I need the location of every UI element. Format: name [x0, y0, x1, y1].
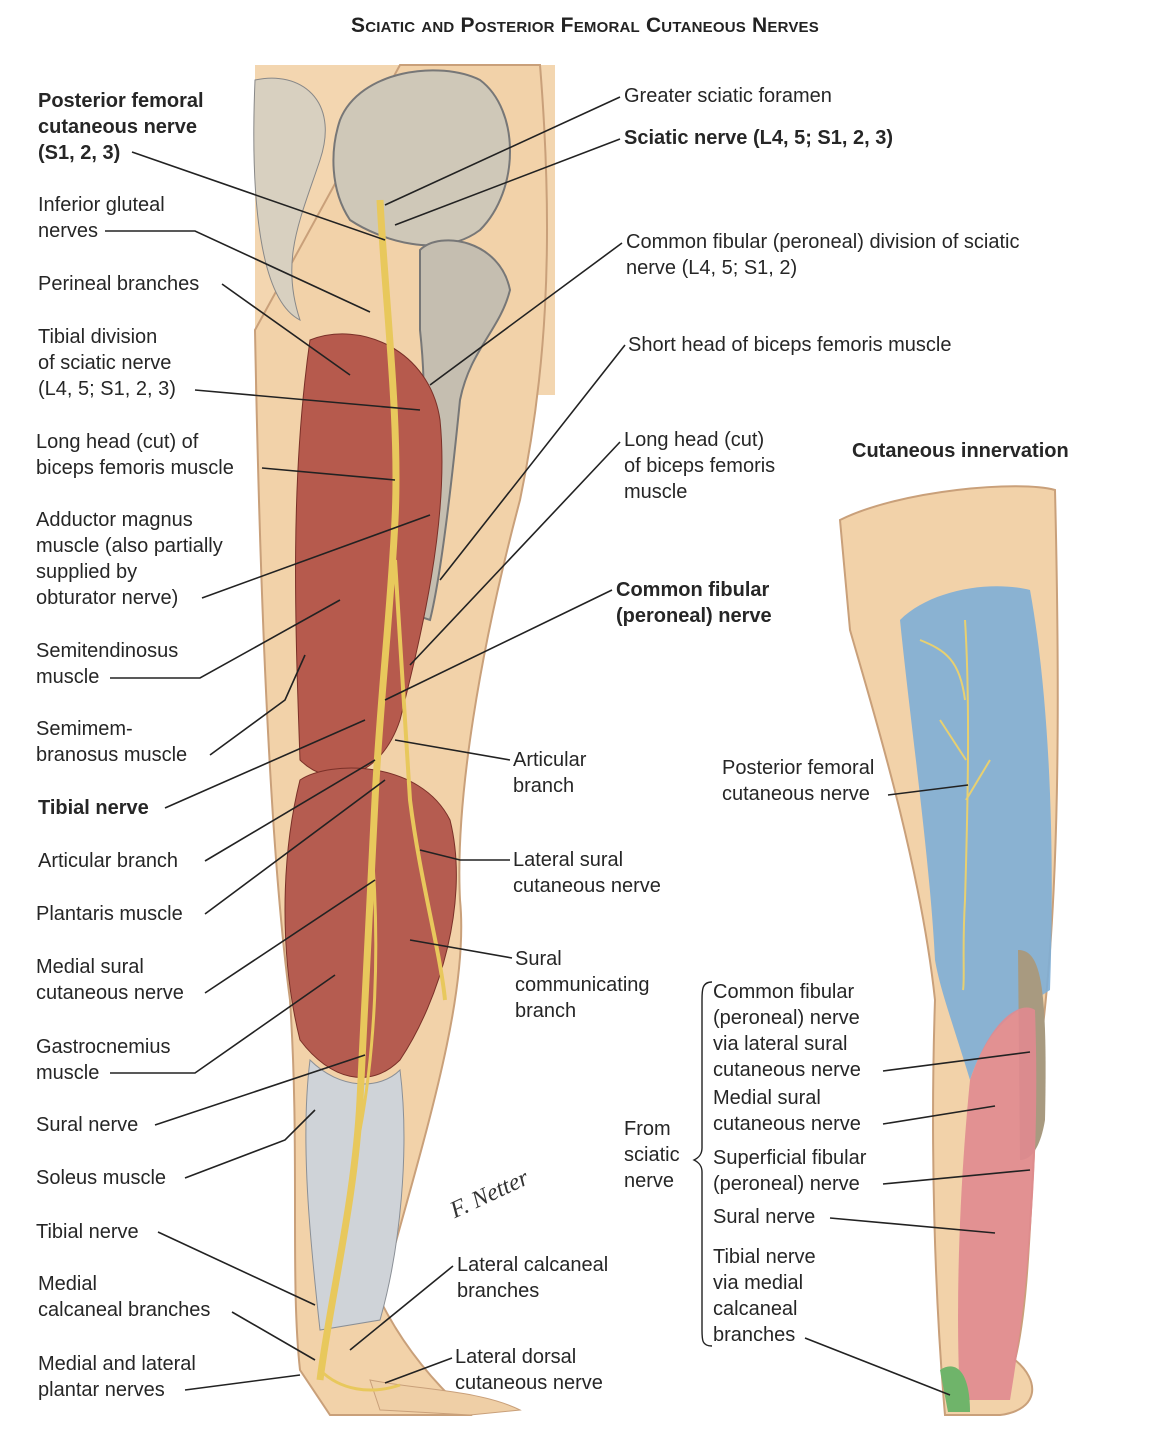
label-semimembranosus: Semimem- branosus muscle: [36, 718, 188, 766]
label-from-sciatic-nerve: From sciatic nerve: [624, 1118, 680, 1192]
label-sural-communicating: Sural communicating branch: [515, 948, 650, 1022]
label-cutaneous-posterior-femoral: Posterior femoral cutaneous nerve: [722, 757, 875, 805]
label-plantaris: Plantaris muscle: [36, 903, 183, 925]
leader-lines: [105, 96, 1031, 1396]
artist-signature: F. Netter: [445, 1165, 533, 1225]
label-cutaneous-tibial: Tibial nerve via medial calcaneal branch…: [713, 1246, 816, 1346]
label-long-head-biceps-right: Long head (cut) of biceps femoris muscle: [624, 429, 776, 503]
label-tibial-nerve-lower: Tibial nerve: [36, 1221, 139, 1243]
label-perineal-branches: Perineal branches: [38, 273, 200, 295]
label-semitendinosus: Semitendinosus muscle: [36, 640, 179, 688]
label-tibial-division: Tibial division of sciatic nerve (L4, 5;…: [38, 326, 176, 400]
label-adductor-magnus: Adductor magnus muscle (also partially s…: [36, 509, 223, 609]
label-common-fibular-nerve: Common fibular (peroneal) nerve: [616, 579, 772, 627]
cutaneous-heading: Cutaneous innervation: [852, 440, 1069, 462]
label-cutaneous-sural: Sural nerve: [713, 1206, 816, 1228]
label-articular-branch-left: Articular branch: [38, 850, 179, 872]
label-lateral-sural: Lateral sural cutaneous nerve: [513, 849, 661, 897]
label-plantar-nerves: Medial and lateral plantar nerves: [38, 1353, 196, 1401]
label-sural-nerve: Sural nerve: [36, 1114, 139, 1136]
label-common-fibular-division: Common fibular (peroneal) division of sc…: [626, 231, 1020, 279]
label-lateral-calcaneal: Lateral calcaneal branches: [457, 1254, 609, 1302]
label-sciatic-nerve: Sciatic nerve (L4, 5; S1, 2, 3): [624, 127, 894, 149]
label-posterior-femoral-cutaneous-nerve: Posterior femoral cutaneous nerve (S1, 2…: [38, 90, 204, 164]
label-inferior-gluteal-nerves: Inferior gluteal nerves: [38, 194, 165, 242]
label-medial-calcaneal: Medial calcaneal branches: [38, 1273, 211, 1321]
label-short-head-biceps: Short head of biceps femoris muscle: [628, 334, 952, 356]
label-gastrocnemius: Gastrocnemius muscle: [36, 1036, 171, 1084]
posterior-leg-illustration: [253, 64, 555, 1416]
label-soleus: Soleus muscle: [36, 1167, 167, 1189]
label-lateral-dorsal-cutaneous: Lateral dorsal cutaneous nerve: [455, 1346, 603, 1394]
diagram-title: Sciatic and Posterior Femoral Cutaneous …: [351, 14, 819, 37]
label-long-head-biceps: Long head (cut) of biceps femoris muscle: [36, 431, 234, 479]
cutaneous-map-illustration: [838, 485, 1059, 1416]
label-cutaneous-medial-sural: Medial sural cutaneous nerve: [713, 1087, 861, 1135]
label-cutaneous-superficial-fibular: Superficial fibular (peroneal) nerve: [713, 1147, 867, 1195]
label-medial-sural: Medial sural cutaneous nerve: [36, 956, 184, 1004]
label-articular-branch-right: Articular branch: [513, 749, 587, 797]
label-cutaneous-common-fibular: Common fibular (peroneal) nerve via late…: [713, 981, 861, 1081]
label-tibial-nerve-upper: Tibial nerve: [38, 797, 149, 819]
label-greater-sciatic-foramen: Greater sciatic foramen: [624, 85, 832, 107]
